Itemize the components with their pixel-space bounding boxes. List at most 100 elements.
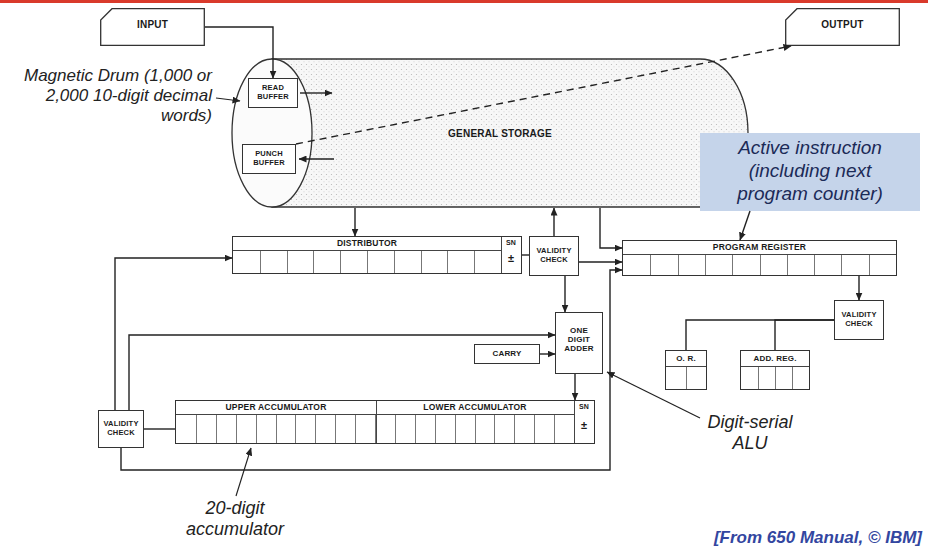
connector — [858, 276, 859, 300]
cell-divider — [355, 415, 356, 443]
node-label: LOWER ACCUMULATOR — [376, 403, 574, 413]
connector — [205, 27, 273, 78]
column-divider — [376, 401, 377, 443]
callout-label: Digit-serial ALU — [688, 412, 812, 454]
connector — [115, 258, 232, 410]
connector — [540, 353, 555, 354]
magnetic-drum: GENERAL STORAGEREAD BUFFERPUNCH BUFFER — [230, 58, 750, 208]
cell-divider — [474, 251, 475, 273]
buffer-box: PUNCH BUFFER — [242, 144, 296, 174]
register-box: DISTRIBUTORSN ± — [232, 236, 522, 274]
cell-divider — [534, 415, 535, 443]
text-slot: ONE DIGIT ADDER — [561, 326, 597, 354]
cell-divider — [315, 415, 316, 443]
check-box: VALIDITY CHECK — [98, 410, 144, 448]
cell-divider — [869, 255, 870, 275]
cell-divider — [256, 415, 257, 443]
text-slot: Digit-serial ALU — [688, 412, 812, 454]
register-cells — [666, 366, 706, 389]
register-cells — [623, 254, 896, 275]
node-label: VALIDITY CHECK — [530, 247, 578, 264]
cell-divider — [367, 251, 368, 273]
node-label: INPUT — [100, 19, 205, 31]
cell-divider — [335, 415, 336, 443]
register-box: ADD. REG. — [740, 350, 810, 390]
connector — [574, 374, 575, 400]
node-label: SN — [574, 403, 594, 411]
register-cells — [233, 250, 501, 273]
node-label: DISTRIBUTOR — [233, 239, 501, 249]
cell-divider — [705, 255, 706, 275]
connector — [775, 320, 834, 350]
node-label: ADD. REG. — [741, 354, 809, 363]
cell-divider — [554, 415, 555, 443]
node-label: O. R. — [666, 354, 706, 363]
adder-box: ONE DIGIT ADDER — [555, 312, 603, 374]
punch-buffer-flow — [299, 158, 334, 159]
text-slot: Active instruction (including next progr… — [712, 137, 908, 205]
node-label: PROGRAM REGISTER — [623, 243, 896, 253]
cell-divider — [814, 255, 815, 275]
cell-divider — [435, 415, 436, 443]
accumulator-leader — [236, 448, 251, 496]
io-card: INPUT — [100, 8, 205, 46]
connector — [600, 208, 622, 248]
node-label: VALIDITY CHECK — [99, 420, 143, 437]
text-slot: O. R. — [666, 354, 706, 363]
register-cells — [741, 366, 809, 389]
node-label: ONE DIGIT ADDER — [561, 326, 597, 354]
buffer-box: READ BUFFER — [248, 78, 298, 108]
text-slot: UPPER ACCUMULATOR — [176, 403, 376, 413]
text-slot: PROGRAM REGISTER — [623, 243, 896, 253]
cell-divider — [494, 415, 495, 443]
cell-divider — [295, 415, 296, 443]
node-label: SN — [501, 239, 521, 247]
text-slot: VALIDITY CHECK — [99, 420, 143, 437]
node-label: ± — [501, 252, 521, 265]
cell-divider — [287, 251, 288, 273]
io-card: OUTPUT — [785, 8, 900, 46]
text-slot: VALIDITY CHECK — [530, 247, 578, 264]
column-divider — [574, 401, 575, 443]
node-label: OUTPUT — [785, 19, 900, 31]
read-buffer-flow — [300, 92, 332, 93]
text-slot: VALIDITY CHECK — [835, 311, 883, 328]
cell-divider — [455, 415, 456, 443]
cell-divider — [236, 415, 237, 443]
cell-divider — [760, 255, 761, 275]
connector — [579, 261, 622, 262]
drum-leader — [216, 98, 240, 101]
callout-label: Magnetic Drum (1,000 or 2,000 10-digit d… — [6, 66, 212, 126]
node-label: CARRY — [475, 349, 539, 358]
text-slot: OUTPUT — [785, 19, 900, 31]
text-slot: LOWER ACCUMULATOR — [376, 403, 574, 413]
cell-divider — [276, 415, 277, 443]
node-label: PUNCH BUFFER — [243, 150, 295, 167]
register-box: PROGRAM REGISTER — [622, 240, 897, 276]
text-slot: Magnetic Drum (1,000 or 2,000 10-digit d… — [6, 66, 212, 126]
source-credit: [From 650 Manual, © IBM] — [700, 528, 922, 548]
node-label: VALIDITY CHECK — [835, 311, 883, 328]
text-slot: [From 650 Manual, © IBM] — [700, 528, 922, 548]
register-box: O. R. — [665, 350, 707, 390]
cell-divider — [421, 251, 422, 273]
text-slot: READ BUFFER — [249, 84, 297, 101]
connector — [129, 335, 555, 410]
node-label: UPPER ACCUMULATOR — [176, 403, 376, 413]
cell-divider — [395, 415, 396, 443]
cell-divider — [686, 367, 687, 389]
connector — [354, 208, 355, 236]
cell-divider — [394, 251, 395, 273]
connector — [553, 208, 554, 236]
cell-divider — [775, 367, 776, 389]
cell-divider — [216, 415, 217, 443]
cell-divider — [787, 255, 788, 275]
callout-box: Active instruction (including next progr… — [700, 133, 920, 211]
alu-leader — [607, 372, 700, 418]
text-slot: ± — [501, 252, 521, 265]
cell-divider — [415, 415, 416, 443]
connector — [686, 320, 834, 350]
connector — [144, 428, 175, 429]
cell-divider — [732, 255, 733, 275]
callout-label: 20-digit accumulator — [160, 498, 310, 540]
